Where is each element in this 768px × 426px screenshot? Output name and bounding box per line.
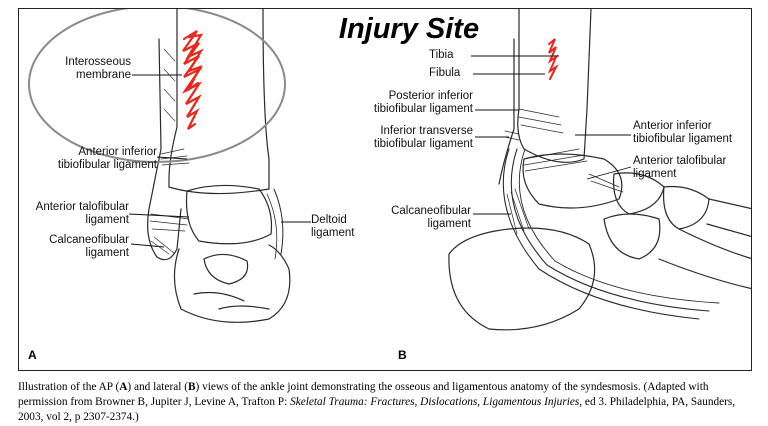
label-deltoid: Deltoid ligament [311, 214, 355, 239]
label-anterior-talofibular-b: Anterior talofibular ligament [633, 155, 727, 180]
talus-b [522, 153, 623, 209]
injury-marks-b [547, 38, 559, 80]
cuboid-b [603, 213, 661, 260]
tibia-a [168, 9, 270, 195]
figure-frame: Injury Site Interosseous membrane Anteri… [18, 8, 752, 371]
leader-lines-b [471, 55, 632, 215]
lateral-view [448, 9, 751, 331]
foot-bone-a2 [193, 291, 245, 302]
label-anterior-inferior-tibiofibular-a: Anterior inferior tibiofibular ligament [57, 146, 157, 171]
injury-highlight-circle [28, 9, 286, 163]
label-anterior-inferior-tibiofibular-b: Anterior inferior tibiofibular ligament [633, 120, 733, 145]
talus-a [185, 184, 273, 245]
label-interosseous-membrane: Interosseous membrane [65, 56, 131, 81]
foot-bone-a3 [218, 305, 270, 310]
cuneiform-b [662, 185, 710, 230]
injury-marks-a [181, 30, 204, 130]
label-calcaneofibular-b: Calcaneofibular ligament [391, 205, 471, 230]
figure-title: Injury Site [338, 13, 480, 45]
label-posterior-inferior-tibiofibular: Posterior inferior tibiofibular ligament [373, 90, 473, 115]
navicular-b [612, 172, 665, 215]
metatarsal-b3 [678, 228, 751, 260]
panel-label-b: B [398, 348, 407, 362]
ap-view [147, 9, 291, 323]
label-fibula: Fibula [429, 67, 461, 79]
fibula-b [498, 38, 515, 185]
panel-label-a: A [28, 348, 37, 362]
ankle-illustration [28, 9, 751, 331]
metatarsal-b2 [706, 223, 751, 238]
tibia-b [517, 9, 592, 163]
metatarsal-b1 [708, 198, 751, 210]
metatarsal-b4 [658, 258, 751, 290]
foot-bone-a1 [203, 253, 249, 285]
calcaneus-a [173, 244, 291, 323]
deltoid-ligament-shape [273, 188, 284, 255]
label-inferior-transverse-tibiofibular: Inferior transverse tibiofibular ligamen… [373, 125, 473, 150]
fibula-a [147, 38, 182, 261]
leader-lines-a [128, 74, 311, 248]
label-tibia: Tibia [429, 49, 454, 61]
label-anterior-talofibular-a: Anterior talofibular ligament [35, 201, 129, 226]
calcaneus-b [448, 227, 596, 331]
peroneal-tendon-b [502, 148, 700, 320]
label-calcaneofibular-a: Calcaneofibular ligament [49, 234, 129, 259]
figure-caption: Illustration of the AP (A) and lateral (… [18, 381, 736, 423]
